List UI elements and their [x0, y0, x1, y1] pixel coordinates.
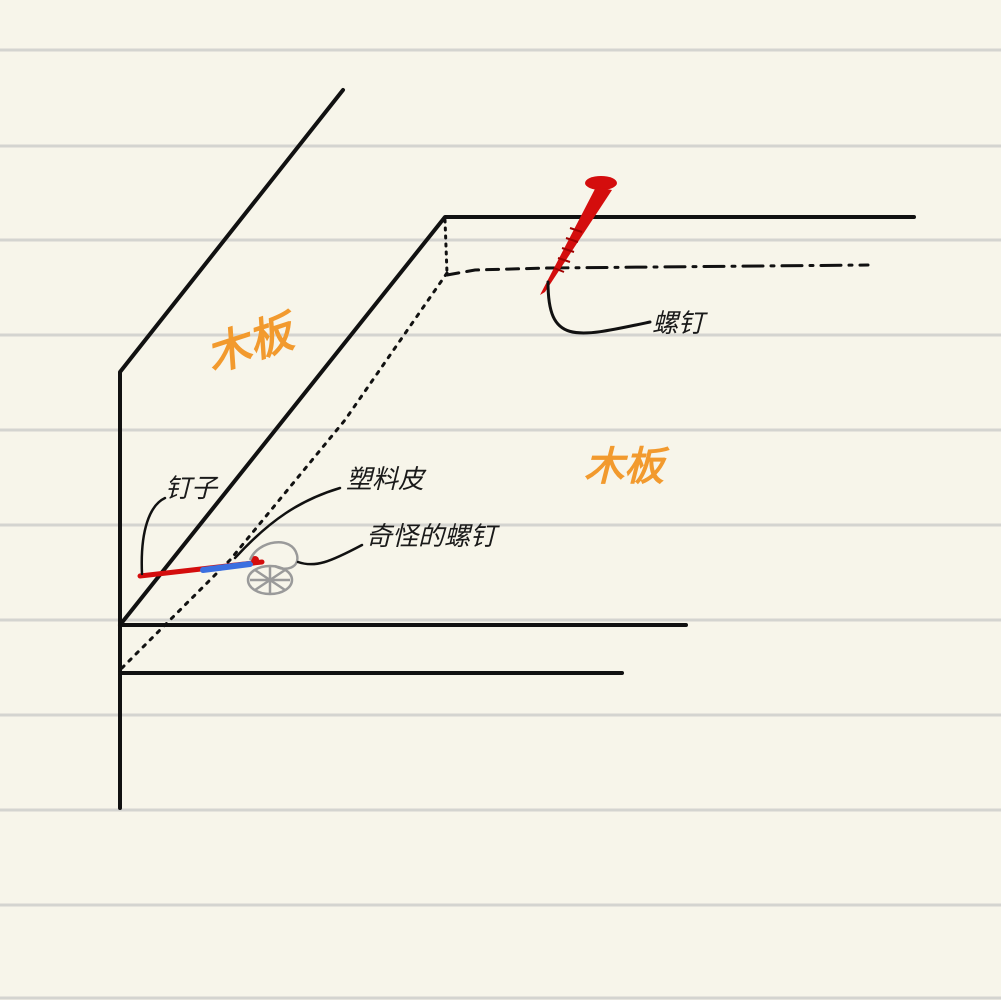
nail-drawing	[137, 556, 265, 579]
hidden-edges	[118, 218, 870, 672]
board-outline	[118, 88, 916, 810]
screw-leader	[546, 280, 652, 335]
board-label-left: 木板	[200, 305, 306, 383]
left-board-edge	[118, 88, 345, 810]
weird-screw-drawing	[246, 541, 299, 596]
nail-leader	[140, 496, 167, 576]
plastic-sheet-leader	[233, 486, 342, 560]
screw-label: 螺钉	[652, 309, 708, 339]
screw-drawing	[540, 176, 617, 295]
leader-lines	[140, 486, 364, 576]
ruled-lines	[0, 48, 1001, 1000]
weird-screw-label: 奇怪的螺钉	[366, 522, 500, 552]
nail-label: 钉子	[165, 474, 219, 504]
top-board-edge	[118, 215, 916, 627]
weird-screw-leader	[296, 543, 364, 566]
plastic-sheet-label: 塑料皮	[346, 465, 427, 495]
board-label-right: 木板	[584, 444, 670, 490]
